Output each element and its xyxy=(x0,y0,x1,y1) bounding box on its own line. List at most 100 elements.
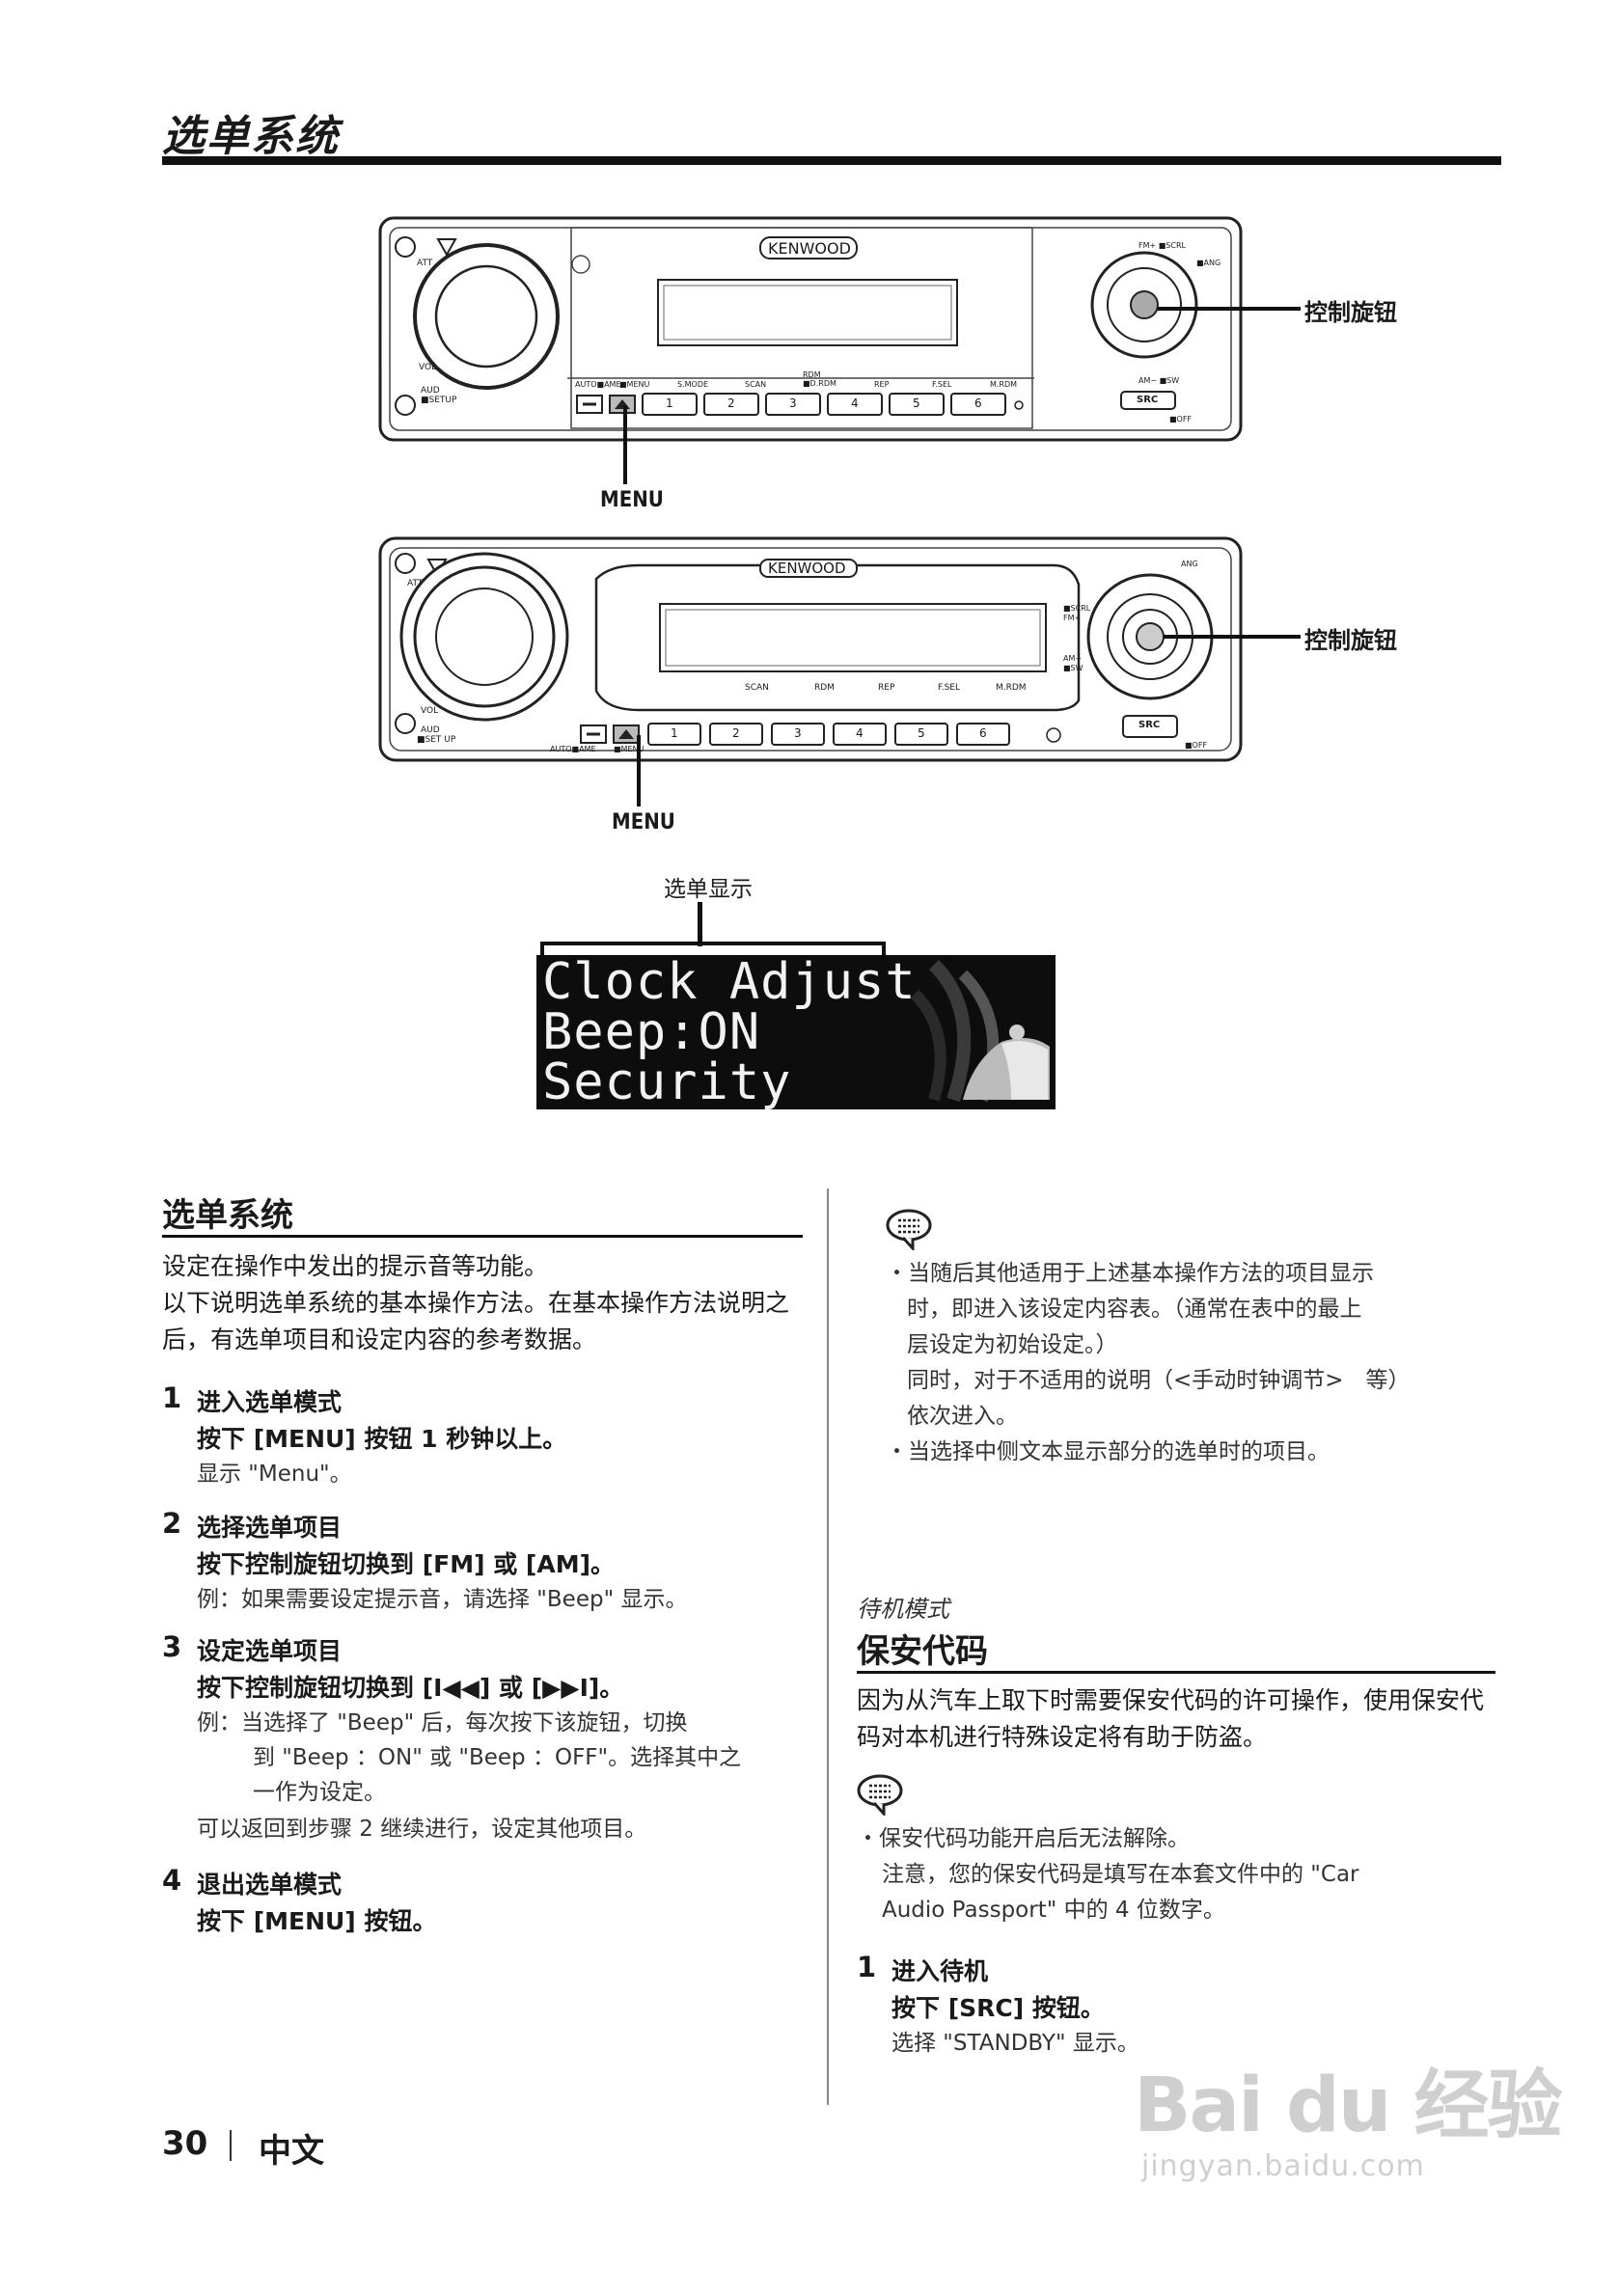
note-line: 注意，您的保安代码是填写在本套文件中的 "Car xyxy=(882,1862,1359,1887)
func-label: ■MENU xyxy=(619,380,650,389)
step-action: 按下 [MENU] 按钮。 xyxy=(197,1907,437,1935)
step-title: 进入选单模式 xyxy=(197,1388,343,1416)
mode-label: 待机模式 xyxy=(857,1596,949,1623)
step-note: 可以返回到步骤 2 继续进行，设定其他项目。 xyxy=(197,1817,647,1842)
src-button-label: SRC xyxy=(1138,720,1161,730)
att-label: ATT xyxy=(417,259,433,268)
func-label: REP xyxy=(874,380,890,389)
att-label: ATT xyxy=(407,579,424,588)
section-heading-security-code: 保安代码 xyxy=(857,1632,988,1671)
step-number: 1 xyxy=(857,1951,877,1983)
ang-label: ANG xyxy=(1181,560,1198,568)
func-label: AUTO■AME xyxy=(575,380,621,389)
intro-line-1: 设定在操作中发出的提示音等功能。 xyxy=(162,1252,549,1280)
func-label: AUTO■AME xyxy=(550,745,596,753)
func-label: SCAN xyxy=(745,683,769,693)
lcd-line: Security xyxy=(542,1053,792,1109)
note-line: ・保安代码功能开启后无法解除。 xyxy=(857,1826,1190,1851)
note-icon xyxy=(857,1774,903,1816)
section-heading-menu-system: 选单系统 xyxy=(162,1196,293,1235)
step-title: 选择选单项目 xyxy=(197,1514,343,1542)
step-note: 显示 "Menu"。 xyxy=(197,1462,352,1487)
preset-label: 1 xyxy=(666,396,673,410)
preset-label: 1 xyxy=(671,726,678,740)
step-note: 到 "Beep ：ON" 或 "Beep ：OFF"。选择其中之 xyxy=(253,1745,742,1770)
bell-icon xyxy=(910,960,1050,1103)
lcd-bracket xyxy=(540,942,886,957)
baidu-watermark: Bai du 经验 jingyan.baidu.com xyxy=(1134,2045,1562,2183)
func-label: RDM ■D.RDM xyxy=(803,370,836,388)
preset-label: 4 xyxy=(851,396,859,410)
watermark-logo: Bai du 经验 xyxy=(1134,2063,1562,2149)
step-number: 4 xyxy=(162,1864,182,1897)
note-line: Audio Passport" 中的 4 位数字。 xyxy=(882,1898,1225,1923)
note-line: 依次进入。 xyxy=(907,1404,1018,1429)
radio-faceplate-1: KENWOOD ATT VOL AUD ■SETUP FM+ ■SCRL ■AN… xyxy=(378,216,1245,444)
step-note: 例：如果需要设定提示音，请选择 "Beep" 显示。 xyxy=(197,1587,688,1612)
step-note: 选择 "STANDBY" 显示。 xyxy=(891,2031,1139,2056)
preset-label: 6 xyxy=(979,726,987,740)
preset-label: 2 xyxy=(732,726,740,740)
knob-callout-line-1 xyxy=(1158,307,1301,311)
am-label: AM− ■SW xyxy=(1138,376,1180,385)
note-line: 层设定为初始设定。） xyxy=(907,1332,1118,1357)
menu-callout-label-2: MENU xyxy=(612,810,675,834)
preset-label: 4 xyxy=(856,726,864,740)
brand-logo: KENWOOD xyxy=(768,560,846,577)
page-title: 选单系统 xyxy=(162,112,340,161)
func-label: M.RDM xyxy=(996,683,1027,693)
menu-display: Clock Adjust Beep:ON Security xyxy=(536,955,1056,1109)
menu-callout-label-1: MENU xyxy=(600,488,664,512)
func-label: ■MENU xyxy=(614,745,644,753)
lcd-line: Beep:ON xyxy=(542,1003,761,1061)
section-rule-right xyxy=(857,1671,1495,1674)
step-note: 例：当选择了 "Beep" 后，每次按下该旋钮，切换 xyxy=(197,1710,688,1736)
page-number: 30 xyxy=(162,2124,208,2163)
lcd-caption-pointer xyxy=(698,902,702,946)
ang-label: ■ANG xyxy=(1196,259,1221,267)
func-label: S.MODE xyxy=(677,380,709,389)
note-line: 同时，对于不适用的说明（<手动时钟调节> 等） xyxy=(907,1368,1411,1393)
radio-faceplate-2: KENWOOD ATT VOL AUD ■SET UP ■SCRL FM+ AM… xyxy=(378,536,1245,764)
step-action: 按下 [MENU] 按钮 1 秒钟以上。 xyxy=(197,1425,567,1453)
fm-label: FM+ xyxy=(1063,614,1082,622)
vol-label: VOL xyxy=(419,363,437,372)
func-label: RDM xyxy=(814,683,835,693)
menu-callout-line-2 xyxy=(637,735,641,806)
func-label: F.SEL xyxy=(938,683,961,693)
step-number: 3 xyxy=(162,1630,182,1663)
note-line: ・当随后其他适用于上述基本操作方法的项目显示 xyxy=(886,1261,1374,1286)
intro-line-2: 以下说明选单系统的基本操作方法。在基本操作方法说明之后，有选单项目和设定内容的参… xyxy=(162,1289,790,1353)
preset-label: 3 xyxy=(794,726,802,740)
step-action: 按下 [SRC] 按钮。 xyxy=(891,1994,1105,2022)
menu-callout-line-1 xyxy=(623,405,627,484)
preset-label: 3 xyxy=(789,396,797,410)
step-action: 按下控制旋钮切换到 [I◀◀] 或 [▶▶I]。 xyxy=(197,1674,624,1702)
fm-label: FM+ ■SCRL xyxy=(1138,241,1186,250)
footer-separator xyxy=(230,2130,232,2161)
step-title: 设定选单项目 xyxy=(197,1637,343,1665)
lcd-caption: 选单显示 xyxy=(664,877,753,902)
preset-label: 6 xyxy=(974,396,982,410)
knob-callout-label-1: 控制旋钮 xyxy=(1304,299,1397,326)
lcd-line: Clock Adjust xyxy=(542,955,917,1011)
off-label: ■OFF xyxy=(1169,415,1193,424)
func-label: SCAN xyxy=(745,380,767,389)
src-button-label: SRC xyxy=(1137,395,1159,405)
section-rule-left xyxy=(162,1235,803,1238)
security-intro: 因为从汽车上取下时需要保安代码的许可操作，使用保安代码对本机进行特殊设定将有助于… xyxy=(857,1686,1485,1751)
step-title: 进入待机 xyxy=(891,1957,989,1985)
preset-label: 5 xyxy=(918,726,925,740)
title-rule xyxy=(162,156,1501,165)
aud-label: AUD xyxy=(421,725,440,735)
scrl-label: ■SCRL xyxy=(1063,604,1091,613)
column-divider xyxy=(827,1189,829,2105)
vol-label: VOL xyxy=(421,706,439,716)
am-label: AM− xyxy=(1063,654,1083,663)
func-label: M.RDM xyxy=(990,380,1018,389)
brand-logo: KENWOOD xyxy=(768,239,851,258)
sw-label: ■SW xyxy=(1063,664,1083,672)
step-action: 按下控制旋钮切换到 [FM] 或 [AM]。 xyxy=(197,1550,615,1578)
off-label: ■OFF xyxy=(1185,741,1208,750)
aud-label: AUD xyxy=(421,386,440,396)
